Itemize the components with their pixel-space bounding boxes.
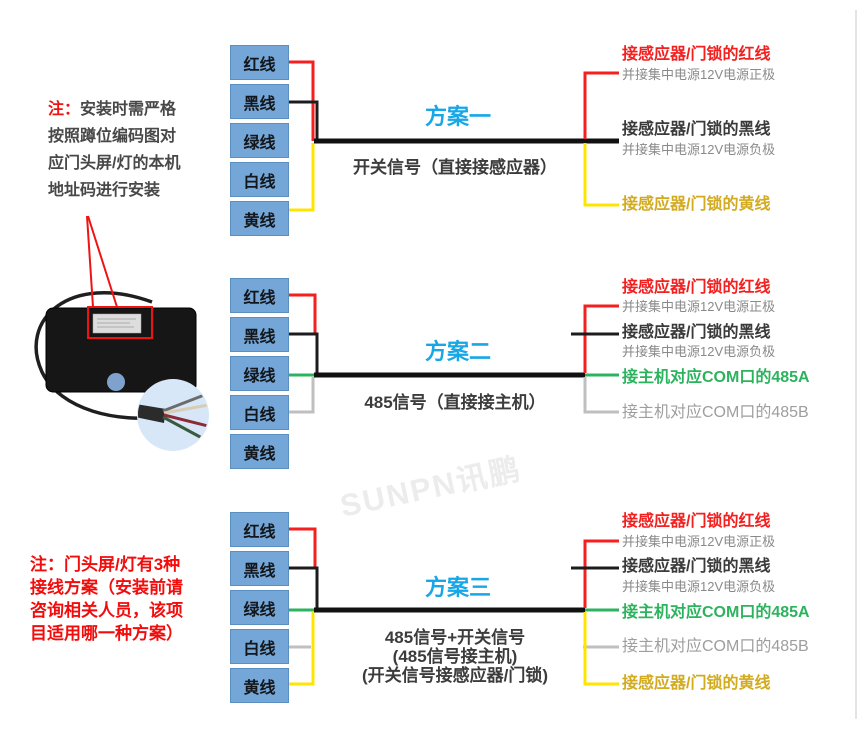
scheme1-title: 方案一 [424,104,491,129]
scheme3-red-wire-left [288,527,317,568]
scheme3-subtitle-line2: (485信号接主机) [392,647,518,666]
scheme1-wirebox-black: 黑线 [230,84,289,119]
install-note-prefix: 注： [48,101,81,118]
scheme2-black-wire-left [288,332,319,375]
scheme2-wirebox-white: 白线 [230,395,289,430]
scheme3-right-label-black: 接感应器/门锁的黑线 [622,558,771,575]
callout-lines [86,215,118,308]
scheme2-subtitle: 485信号（直接接主机） [364,393,546,412]
scheme3-black-wire-left [288,566,319,610]
zoom-inset-wires [138,390,208,440]
scheme1-right-sub-black: 并接集中电源12V电源负极 [622,142,776,157]
scheme1-black-wire-left [288,100,319,141]
scheme1-wirebox-green: 绿线 [230,123,289,158]
scheme3-subtitle: 485信号+开关信号 (485信号接主机) (开关信号接感应器/门锁) [330,628,580,685]
device-photo [34,215,209,451]
scheme2-wires [288,293,619,414]
scheme2-title: 方案二 [424,339,491,364]
scheme3-yellow-wire-left [288,612,315,686]
scheme1-red-wire-left [288,60,315,141]
scheme1-right-sub-red: 并接集中电源12V电源正极 [622,67,776,82]
scheme-choice-note-body: 门头屏/灯有3种接线方案（安装前请咨询相关人员，该项目适用哪一种方案） [30,555,183,643]
device-label [92,313,142,334]
scheme1-yellow-wire-left [288,143,315,212]
scheme3-wirebox-white: 白线 [230,629,289,664]
device-button [107,373,125,391]
device-cable [34,291,169,420]
scheme3-right-label-yellow: 接感应器/门锁的黄线 [622,675,771,692]
scheme3-wirebox-black: 黑线 [230,551,289,586]
scheme3-wirebox-red: 红线 [230,512,289,547]
scheme1-wirebox-white: 白线 [230,162,289,197]
scheme2-wirebox-black: 黑线 [230,317,289,352]
scheme2-white-wire-left [288,377,315,414]
callout-rectangle [87,306,153,339]
scheme1-red-wire-right [583,71,619,139]
install-note: 注：安装时需严格按照蹲位编码图对应门头屏/灯的本机地址码进行安装 [48,96,186,204]
scheme2-right-label-black: 接感应器/门锁的黑线 [622,324,771,341]
scheme2-right-label-red: 接感应器/门锁的红线 [622,279,771,296]
scheme2-right-sub-red: 并接集中电源12V电源正极 [622,299,776,314]
scheme1-wirebox-red: 红线 [230,45,289,80]
scheme2-red-wire-left [288,293,317,334]
scheme3-right-sub-red: 并接集中电源12V电源正极 [622,534,776,549]
scheme2-right-sub-black: 并接集中电源12V电源负极 [622,344,776,359]
scheme3-right-sub-black: 并接集中电源12V电源负极 [622,579,776,594]
scheme3-wirebox-yellow: 黄线 [230,668,289,703]
scheme2-red-wire-right [583,304,619,373]
device-label-lines [97,318,136,328]
scheme2-gray-wire-right [583,377,619,414]
scheme3-right-label-485a: 接主机对应COM口的485A [622,604,810,621]
scheme2-right-label-485a: 接主机对应COM口的485A [622,369,810,386]
scheme2-wirebox-green: 绿线 [230,356,289,391]
scheme1-yellow-wire-right [583,143,619,207]
scheme3-red-wire-right [583,539,619,608]
scheme3-wires [288,527,619,686]
scheme3-right-label-485b: 接主机对应COM口的485B [622,638,809,655]
scheme1-right-label-yellow: 接感应器/门锁的黄线 [622,196,771,213]
scheme3-yellow-wire-right [583,612,619,686]
install-note-body: 安装时需严格按照蹲位编码图对应门头屏/灯的本机地址码进行安装 [48,101,181,199]
scheme3-title: 方案三 [424,575,491,600]
scheme1-right-label-red: 接感应器/门锁的红线 [622,46,771,63]
scheme3-subtitle-line1: 485信号+开关信号 [384,628,526,647]
scheme1-wirebox-yellow: 黄线 [230,201,289,236]
scheme-choice-note-prefix: 注： [30,555,64,574]
scheme3-subtitle-line3: (开关信号接感应器/门锁) [361,666,549,685]
scheme3-wirebox-green: 绿线 [230,590,289,625]
scheme3-right-label-red: 接感应器/门锁的红线 [622,513,771,530]
scheme1-wires [288,60,619,212]
scheme1-subtitle: 开关信号（直接接感应器） [353,158,557,177]
scheme2-wirebox-yellow: 黄线 [230,434,289,469]
scheme2-wirebox-red: 红线 [230,278,289,313]
scheme-choice-note: 注：门头屏/灯有3种接线方案（安装前请咨询相关人员，该项目适用哪一种方案） [30,553,196,645]
scheme2-right-label-485b: 接主机对应COM口的485B [622,404,809,421]
scheme1-right-label-black: 接感应器/门锁的黑线 [622,121,771,138]
